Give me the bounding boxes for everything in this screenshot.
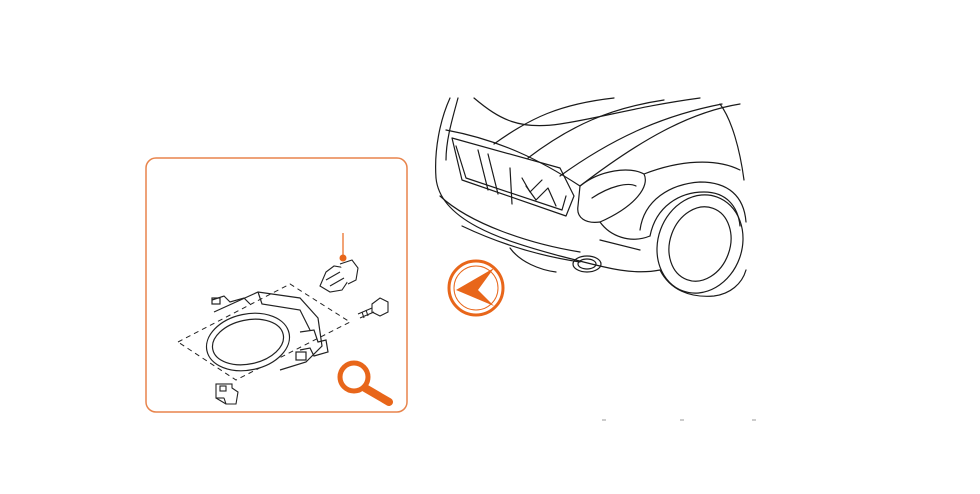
arrow-left-icon[interactable] bbox=[447, 259, 505, 317]
bulb-part bbox=[319, 259, 359, 293]
detail-panel bbox=[145, 157, 408, 413]
vehicle-front-drawing bbox=[435, 97, 747, 297]
fog-lamp-housing bbox=[205, 291, 329, 372]
assembly-dashed-outline bbox=[177, 283, 352, 381]
clip-part bbox=[215, 383, 239, 405]
magnifier-icon[interactable] bbox=[337, 360, 393, 406]
bulb-leader-dot[interactable] bbox=[339, 254, 347, 262]
screw-part bbox=[357, 297, 389, 319]
